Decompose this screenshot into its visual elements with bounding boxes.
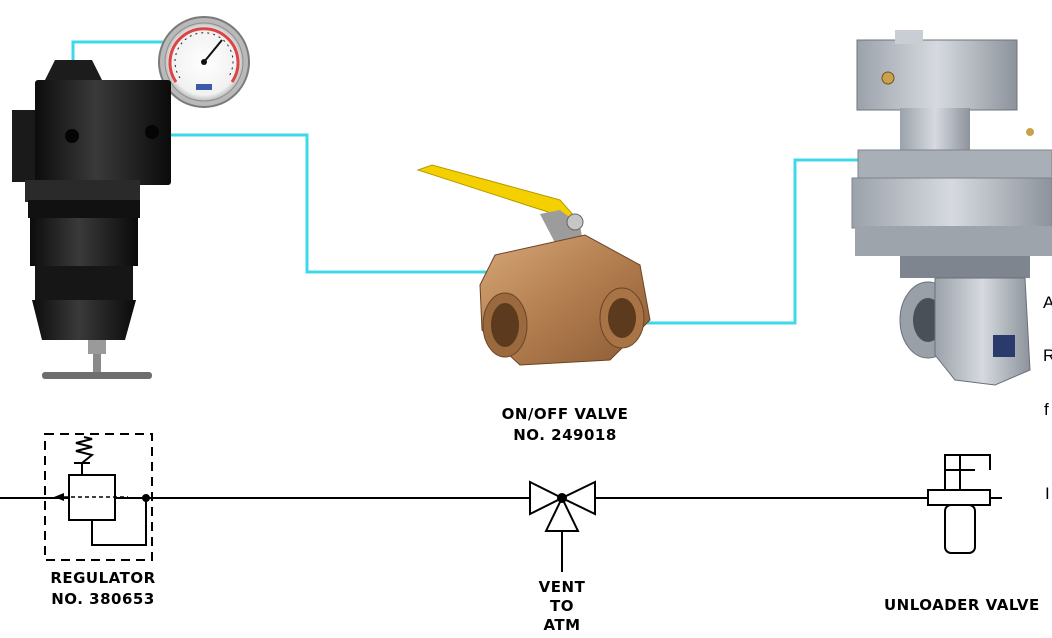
vent-label: VENT TO ATM	[532, 578, 592, 635]
ball-valve-photo	[418, 165, 650, 365]
regulator-label: REGULATOR NO. 380653	[28, 568, 178, 610]
regulator-number: NO. 380653	[28, 589, 178, 610]
cut-off-text-3: f	[1044, 400, 1049, 420]
schematic-symbols	[0, 434, 1002, 572]
onoff-valve-number: NO. 249018	[480, 425, 650, 446]
onoff-valve-symbol	[530, 482, 595, 572]
cut-off-text-1: A	[1043, 293, 1052, 313]
vent-line1: VENT	[532, 578, 592, 597]
onoff-valve-label: ON/OFF VALVE NO. 249018	[480, 404, 650, 446]
vent-line3: ATM	[532, 616, 592, 635]
pressure-gauge-photo	[159, 17, 249, 107]
regulator-name: REGULATOR	[28, 568, 178, 589]
cut-off-text-4: I	[1045, 484, 1050, 504]
onoff-valve-name: ON/OFF VALVE	[480, 404, 650, 425]
tube-regulator-to-valve	[158, 135, 490, 272]
regulator-photo	[12, 60, 171, 379]
unloader-valve-symbol	[928, 455, 990, 553]
unloader-valve-label: UNLOADER VALVE	[884, 595, 1052, 616]
vent-line2: TO	[532, 597, 592, 616]
unloader-valve-photo	[852, 30, 1052, 385]
cut-off-text-2: R	[1043, 346, 1052, 366]
unloader-valve-name: UNLOADER VALVE	[884, 596, 1040, 614]
